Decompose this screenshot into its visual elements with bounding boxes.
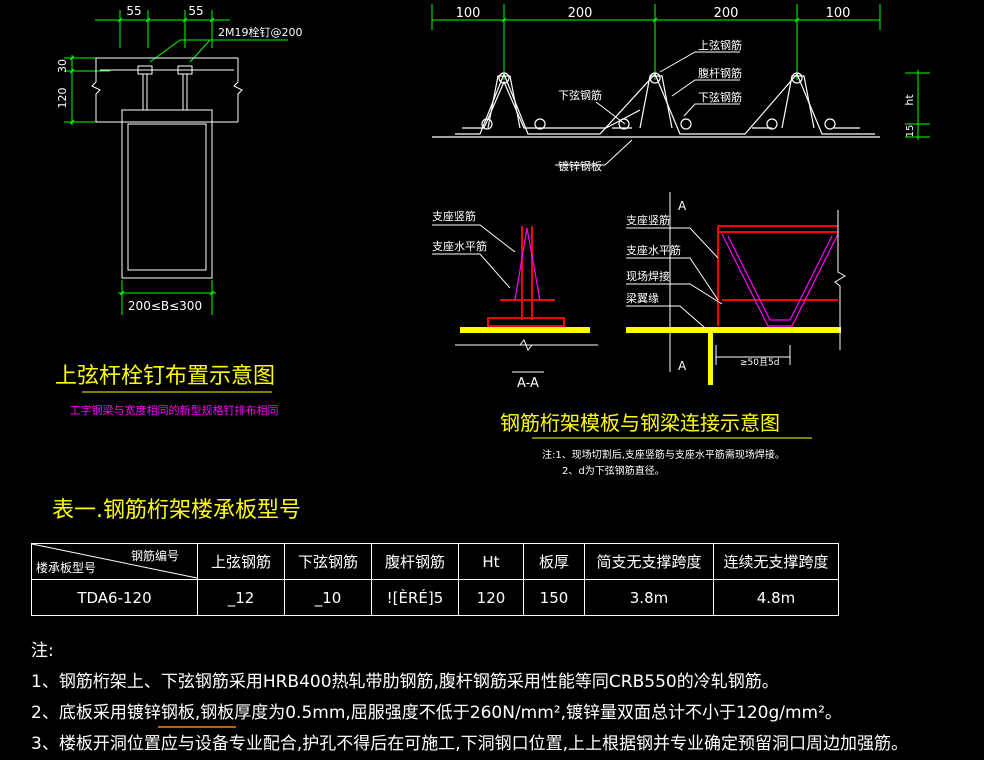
section-mark-bottom: A [678,359,687,373]
connection-elevation: A A 支座竖筋 [626,192,846,385]
steel-beam [121,109,213,279]
label-web-bar: 腹杆钢筋 [698,66,742,80]
cad-drawing-canvas: 55 55 2M19栓钉@200 30 120 [31,4,930,728]
dim-top-1: 55 [126,4,141,18]
truss-dim-15: 15 [905,125,916,138]
conn-label-4: 梁翼缘 [626,291,659,305]
label-lower-bar-left: 下弦钢筋 [558,88,602,102]
truss-deck-profile [432,72,880,138]
truss-dim-ht: ht [903,94,916,106]
header-cell: 上弦钢筋 [197,543,285,580]
conn-label-2: 支座水平筋 [626,243,681,257]
section-aa: 支座竖筋 支座水平筋 A-A [432,209,598,391]
slab-outline [91,57,243,123]
aa-label-2: 支座水平筋 [432,239,487,253]
truss-dim-3: 200 [714,6,739,21]
connection-detail: 支座竖筋 支座水平筋 A-A A A [432,192,846,477]
conn-label-1: 支座竖筋 [626,213,670,227]
table-cell: ![ÈRÉ]5 [371,579,459,616]
table-cell: TDA6-120 [31,579,198,616]
dim-top-2: 55 [188,4,203,18]
connection-note-1: 注:1、现场切割后,支座竖筋与支座水平筋需现场焊接。 [542,448,785,461]
dim-side-2: 120 [56,88,69,109]
table-cell: 4.8m [713,579,839,616]
header-diag-cell: 钢筋编号 楼承板型号 [31,543,198,580]
truss-leaders [555,51,740,166]
section-yellow-flange [460,327,590,333]
notes-heading: 注: [31,641,54,661]
header-cell: Ht [458,543,524,580]
slab-type-table: 钢筋编号 楼承板型号 上弦钢筋 下弦钢筋 腹杆钢筋 Ht 板厚 简支无支撑跨度 … [31,543,839,616]
dim-side-1: 30 [56,59,69,73]
conn-label-3: 现场焊接 [626,269,670,283]
general-notes: 注: 1、钢筋桁架上、下弦钢筋采用HRB400热轧带肋钢筋,腹杆钢筋采用性能等同… [31,636,908,760]
connection-leaders [626,227,791,365]
truss-dim-1: 100 [456,6,481,21]
note-item-2: 2、底板采用镀锌钢板,钢板厚度为0.5mm,屈服强度不低于260N/mm²,镀锌… [31,703,842,723]
label-galvanized: 镀锌钢板 [558,159,602,173]
conn-dim-note: ≥50且5d [740,357,779,368]
table-header-row: 钢筋编号 楼承板型号 上弦钢筋 下弦钢筋 腹杆钢筋 Ht 板厚 简支无支撑跨度 … [31,543,839,580]
aa-label-1: 支座竖筋 [432,209,476,223]
connection-title: 钢筋桁架模板与钢梁连接示意图 [500,411,780,435]
stud-bolts [137,65,193,110]
table-cell: _12 [197,579,285,616]
section-magenta-web [514,227,541,301]
bottom-dimension-line [118,280,216,315]
label-upper-bar: 上弦钢筋 [698,38,742,52]
table-row: TDA6-120 _12 _10 ![ÈRÉ]5 120 150 3.8m 4.… [31,579,839,616]
label-lower-bar-right: 下弦钢筋 [698,90,742,104]
table-cell: 3.8m [584,579,714,616]
header-diag-bottom: 楼承板型号 [36,561,97,575]
note-item-1: 1、钢筋桁架上、下弦钢筋采用HRB400热轧带肋钢筋,腹杆钢筋采用性能等同CRB… [31,672,779,692]
bolt-layout-title: 上弦杆栓钉布置示意图 [55,364,275,389]
connection-red-bars [717,225,838,326]
beam-flange [626,327,841,333]
aa-section-title: A-A [517,376,539,391]
header-cell: 连续无支撑跨度 [713,543,839,580]
truss-dimension-lines [431,4,930,140]
table-cell: _10 [284,579,372,616]
table-title: 表一.钢筋桁架楼承板型号 [52,498,301,523]
connection-magenta-web [721,233,839,327]
beam-web [708,333,713,385]
header-cell: 简支无支撑跨度 [584,543,714,580]
section-red-bars [487,226,565,327]
truss-section-detail: 100 200 200 100 ht 15 [431,4,930,173]
table-cell: 120 [458,579,524,616]
section-break [519,339,533,351]
truss-dim-2: 200 [568,6,593,21]
side-dimension-lines [64,55,110,125]
header-diag-top: 钢筋编号 [130,549,179,563]
table-cell: 150 [523,579,585,616]
header-cell: 板厚 [523,543,585,580]
section-leaders [432,224,544,373]
connection-note-2: 2、d为下弦钢筋直径。 [562,464,665,477]
note-item-3: 3、楼板开洞位置应与设备专业配合,护孔不得后在可施工,下洞钢口位置,上上根据钢并… [31,734,909,754]
header-cell: 腹杆钢筋 [371,543,459,580]
break-line [834,210,846,350]
width-range: 200≤B≤300 [128,299,202,313]
header-cell: 下弦钢筋 [284,543,372,580]
section-mark-top: A [678,199,687,213]
bolt-layout-subtitle: 工字钢梁与宽度相同的新型规格钉排布相同 [70,403,279,417]
bolt-layout-detail: 55 55 2M19栓钉@200 30 120 [55,4,302,417]
truss-dim-4: 100 [826,6,851,21]
bolt-note: 2M19栓钉@200 [218,25,302,39]
